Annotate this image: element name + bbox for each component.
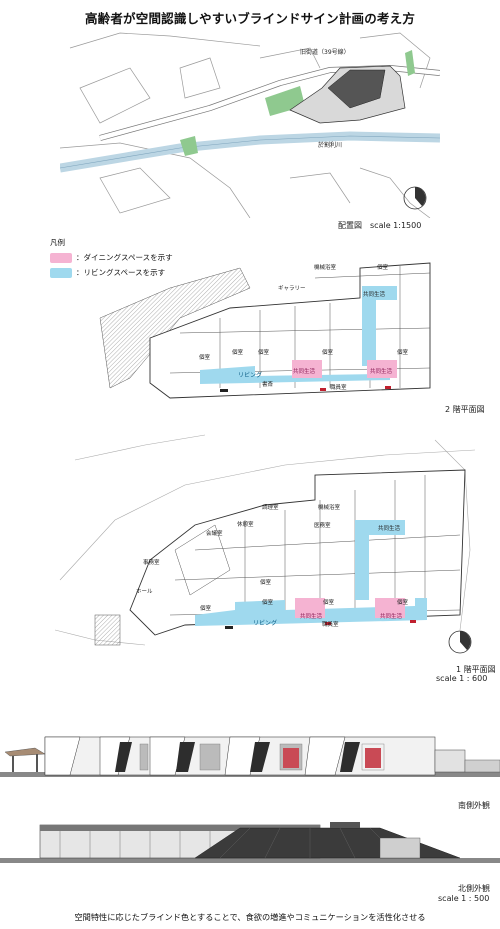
legend: 凡例 ：ダイニングスペースを示す ：リビングスペースを示す [50,237,173,278]
legend-item-dining: ：ダイニングスペースを示す [50,252,173,263]
f1-meeting: 会議室 [206,531,223,537]
f1-medical: 医務室 [314,523,331,529]
f2-private1: 個室 [199,355,211,361]
f1-private5: 個室 [397,600,409,606]
south-elevation-caption: 南側外観 [458,801,490,810]
f1-common-a: 共同生活 [300,614,323,620]
f2-private4: 個室 [322,350,334,356]
f1-machine: 機械浴室 [318,505,341,511]
road-label: 旧街道（39号線） [300,49,350,56]
f2-private5: 個室 [397,350,409,356]
f2-private2: 個室 [232,350,244,356]
south-elevation [0,736,500,777]
f2-gallery: ギャラリー [278,286,306,292]
f1-common-top: 共同生活 [378,526,401,532]
f1-rest: 休憩室 [237,522,254,528]
f1-kitchen: 調理室 [262,505,279,511]
f2-common-top: 共同生活 [363,292,386,298]
f1-private3: 個室 [262,600,274,606]
site-plan-caption: 配置図 scale 1:1500 [338,221,422,230]
floor1-scale: scale 1 : 600 [436,674,488,683]
river-label: 於割利川 [318,142,343,149]
footer-text: 空間特性に応じたブラインド色とすることで、食欲の増進やコミュニケーションを活性化… [74,912,426,922]
floor2-plan [99,262,431,399]
f2-common-b: 共同生活 [370,369,393,375]
floor1-caption: 1 階平面図 [456,665,496,674]
floor1-plan [55,434,475,654]
living-swatch [50,267,72,278]
north-elevation [0,822,500,863]
north-elevation-caption: 北側外観 [458,884,490,893]
f1-staff: 職員室 [322,622,339,628]
f1-private4: 個室 [323,600,335,606]
page-title: 高齢者が空間認識しやすいブラインドサイン計画の考え方 [84,11,416,26]
legend-item-living: ：リビングスペースを示す [50,267,173,278]
f2-study: 書斎 [262,382,274,388]
f2-common-a: 共同生活 [293,369,316,375]
dining-swatch [50,252,72,263]
legend-label-living: ：リビングスペースを示す [76,268,166,277]
site-plan [60,32,440,218]
f2-private3: 個室 [258,350,270,356]
f1-common-b: 共同生活 [380,614,403,620]
legend-heading: 凡例 [50,238,65,247]
f1-hall: ホール [136,589,153,595]
f1-private2: 個室 [260,580,272,586]
f1-office: 事務室 [143,560,160,566]
f2-private-top: 個室 [377,265,389,271]
f1-living: リビング [253,620,278,627]
f1-private1: 個室 [200,606,212,612]
north-elevation-scale: scale 1 : 500 [438,894,490,903]
f2-machine: 機械浴室 [314,265,337,271]
f2-living: リビング [238,372,263,379]
f2-office: 職員室 [330,385,347,391]
floor2-caption: 2 階平面図 [445,405,485,414]
legend-label-dining: ：ダイニングスペースを示す [76,253,173,262]
